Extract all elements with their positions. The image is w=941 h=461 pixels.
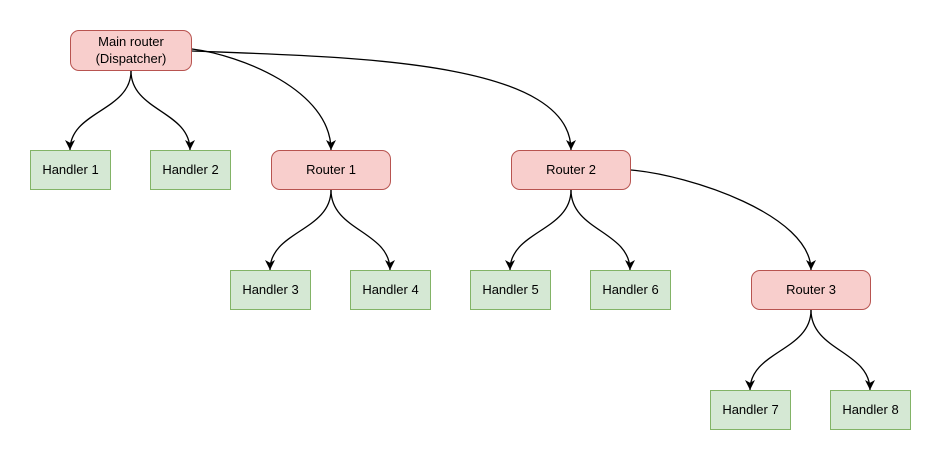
node-router-3: Router 3 (751, 270, 871, 310)
edge-router-1-to-handler-4 (330, 189, 395, 271)
node-handler-7: Handler 7 (710, 390, 791, 430)
node-handler-2: Handler 2 (150, 150, 231, 190)
edge-router-3-to-handler-7 (745, 309, 812, 391)
node-router-1: Router 1 (271, 150, 391, 190)
node-handler-8: Handler 8 (830, 390, 911, 430)
edge-router-2-to-handler-5 (505, 189, 572, 271)
edge-router-2-to-router-3 (630, 169, 816, 271)
edge-router-3-to-handler-8 (810, 309, 875, 391)
node-handler-3: Handler 3 (230, 270, 311, 310)
node-router-2: Router 2 (511, 150, 631, 190)
node-handler-5: Handler 5 (470, 270, 551, 310)
node-handler-1: Handler 1 (30, 150, 111, 190)
edge-main-router-to-router-1 (191, 48, 336, 151)
edge-main-router-to-handler-1 (65, 70, 132, 151)
node-main-router: Main router (Dispatcher) (70, 30, 192, 71)
edge-main-router-to-handler-2 (130, 70, 195, 151)
edge-router-1-to-handler-3 (265, 189, 332, 271)
node-handler-4: Handler 4 (350, 270, 431, 310)
edge-main-router-to-router-2 (191, 50, 576, 151)
node-handler-6: Handler 6 (590, 270, 671, 310)
edge-router-2-to-handler-6 (570, 189, 635, 271)
